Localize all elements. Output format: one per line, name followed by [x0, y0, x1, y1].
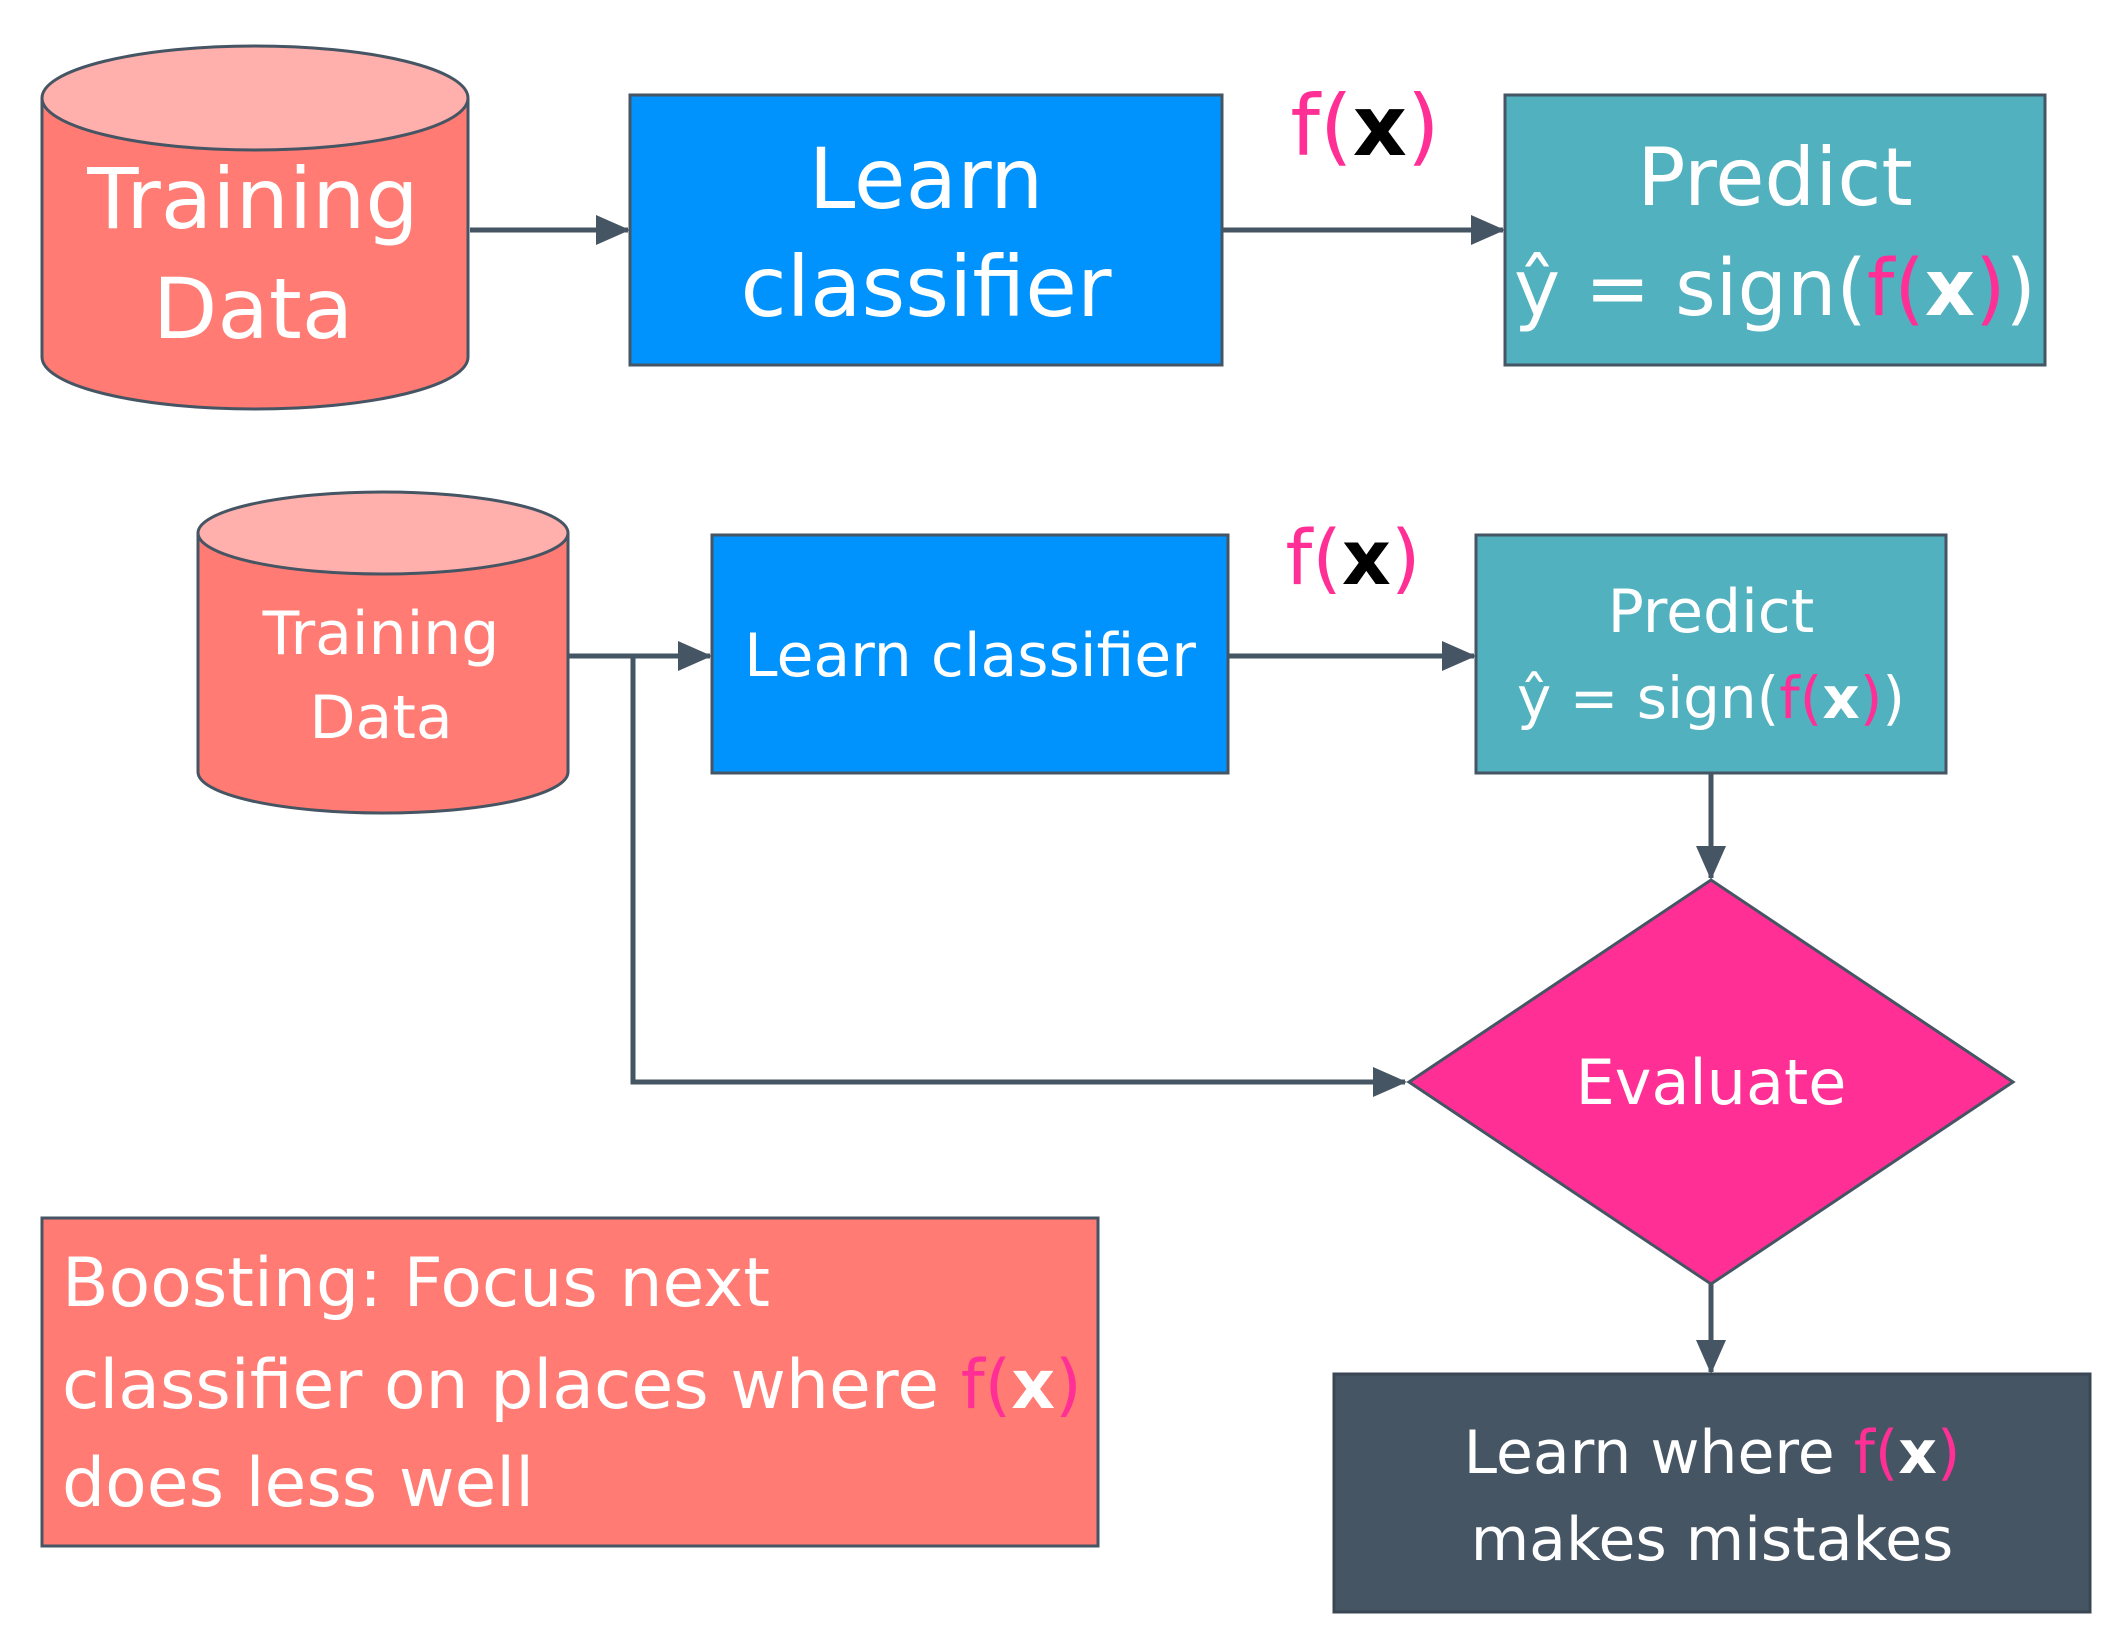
learn-mistakes-line2: makes mistakes — [1471, 1505, 1954, 1575]
bottom-predict-formula: ŷ = sign(f(x)) — [1517, 664, 1905, 732]
top-learn-line1: Learn — [809, 130, 1044, 228]
top-training-data-line1: Training — [86, 150, 418, 248]
bottom-predict-title: Predict — [1608, 577, 1815, 647]
boosting-note-line3: does less well — [62, 1444, 534, 1523]
top-learn-line2: classifier — [741, 238, 1112, 336]
boosting-note-line2: classifier on places where f(x) — [62, 1346, 1082, 1425]
top-predict-formula: ŷ = sign(f(x)) — [1514, 244, 2036, 334]
bottom-training-data-line1: Training — [262, 599, 500, 669]
learn-mistakes-line1: Learn where f(x) — [1464, 1418, 1961, 1488]
bottom-predict-box: Predict ŷ = sign(f(x)) — [1474, 533, 1948, 775]
top-training-data-cylinder: Training Data — [40, 44, 470, 411]
top-predict-box: Predict ŷ = sign(f(x)) — [1503, 93, 2047, 367]
bottom-arrow-data-to-evaluate — [630, 656, 1407, 1097]
top-fx-label: f(x) — [1290, 77, 1439, 175]
bottom-learn-label: Learn classifier — [744, 621, 1196, 691]
evaluate-diamond: Evaluate — [1406, 878, 2016, 1286]
bottom-learn-classifier-box: Learn classifier — [710, 533, 1230, 775]
learn-mistakes-box: Learn where f(x) makes mistakes — [1332, 1372, 2092, 1614]
top-predict-title: Predict — [1637, 131, 1913, 224]
bottom-fx-label: f(x) — [1285, 513, 1420, 602]
boosting-note-box: Boosting: Focus next classifier on place… — [40, 1216, 1100, 1548]
bottom-training-data-line2: Data — [309, 683, 452, 753]
boosting-note-line1: Boosting: Focus next — [62, 1244, 770, 1323]
evaluate-label: Evaluate — [1576, 1046, 1847, 1119]
bottom-training-data-cylinder: Training Data — [196, 490, 570, 815]
top-learn-classifier-box: Learn classifier — [628, 93, 1224, 367]
top-training-data-line2: Data — [153, 260, 354, 358]
